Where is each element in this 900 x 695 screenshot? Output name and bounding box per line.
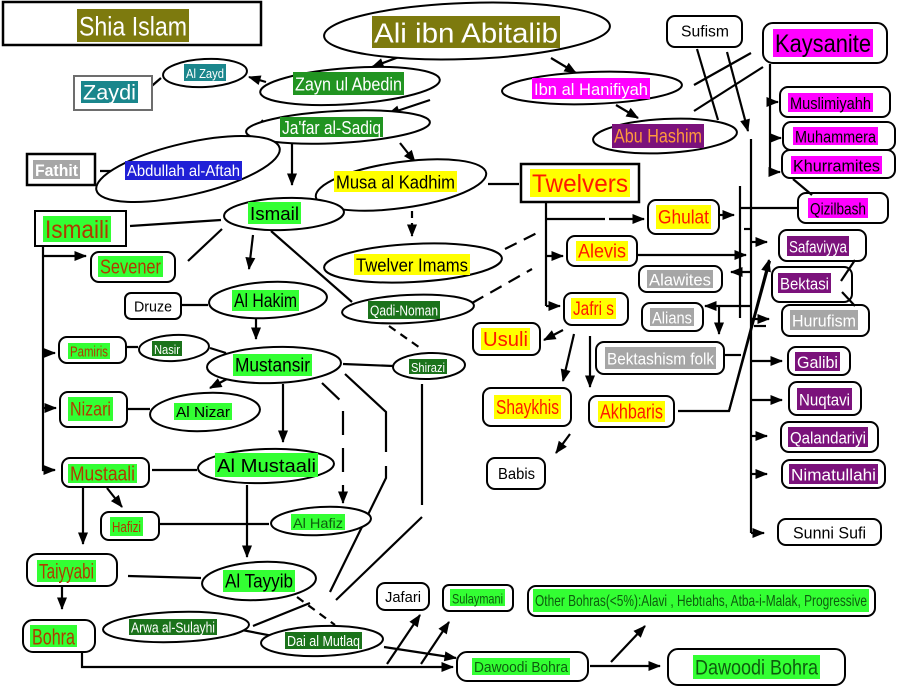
svg-text:Al Hakim: Al Hakim <box>234 291 297 312</box>
svg-text:Usuli: Usuli <box>483 329 528 351</box>
svg-text:Musa al Kadhim: Musa al Kadhim <box>336 173 455 193</box>
svg-text:Muhammera: Muhammera <box>795 128 876 147</box>
svg-text:Jafri s: Jafri s <box>573 299 614 320</box>
svg-text:Ghulat: Ghulat <box>658 208 710 229</box>
svg-text:Mustansir: Mustansir <box>235 356 311 377</box>
svg-text:Pamiris: Pamiris <box>70 344 108 361</box>
svg-text:Jafari: Jafari <box>385 589 421 606</box>
svg-text:Alawites: Alawites <box>649 271 711 290</box>
svg-text:Shirazi: Shirazi <box>411 360 445 375</box>
svg-text:Sulaymani: Sulaymani <box>452 591 503 607</box>
svg-text:Abdullah al-Aftah: Abdullah al-Aftah <box>127 163 240 180</box>
svg-text:Hafizi: Hafizi <box>112 519 141 536</box>
svg-text:Zayn ul Abedin: Zayn ul Abedin <box>295 75 402 95</box>
svg-text:Other Bohras(<5%):Alavi , Hebt: Other Bohras(<5%):Alavi , Hebtıahs, Atba… <box>535 593 867 610</box>
svg-text:Mustaali: Mustaali <box>70 464 135 486</box>
svg-text:Sevener: Sevener <box>100 257 161 279</box>
svg-text:Zaydi: Zaydi <box>83 82 136 105</box>
svg-text:Druze: Druze <box>134 299 172 316</box>
svg-text:Nasir: Nasir <box>154 342 181 357</box>
svg-text:Ismail: Ismail <box>250 204 299 224</box>
svg-text:Al Mustaali: Al Mustaali <box>217 456 316 476</box>
svg-text:Dawoodi Bohra: Dawoodi Bohra <box>695 657 818 680</box>
svg-text:Babis: Babis <box>498 466 535 483</box>
svg-text:Al Zayd: Al Zayd <box>186 66 224 81</box>
svg-text:Alians: Alians <box>652 309 692 328</box>
svg-text:Nimatullahi: Nimatullahi <box>791 466 876 485</box>
svg-text:Nuqtavi: Nuqtavi <box>799 391 850 410</box>
svg-text:Safaviyya: Safaviyya <box>789 238 847 257</box>
svg-text:Dawoodi Bohra: Dawoodi Bohra <box>474 659 569 676</box>
svg-text:Shaykhis: Shaykhis <box>496 397 559 419</box>
svg-text:Twelver Imams: Twelver Imams <box>356 256 468 276</box>
svg-text:Al Hafiz: Al Hafiz <box>293 515 343 531</box>
svg-text:Ismaili: Ismaili <box>45 216 109 244</box>
svg-text:Bektashism folk: Bektashism folk <box>607 350 714 369</box>
svg-text:Qadi-Noman: Qadi-Noman <box>370 303 438 320</box>
svg-text:Alevis: Alevis <box>578 242 626 263</box>
svg-text:Qizilbash: Qizilbash <box>810 200 866 219</box>
svg-text:Muslimiyahh: Muslimiyahh <box>790 94 871 113</box>
svg-text:Qalandariyi: Qalandariyi <box>790 429 866 448</box>
svg-text:Ali ibn Abitalib: Ali ibn Abitalib <box>374 18 558 49</box>
svg-text:Hurufism: Hurufism <box>792 312 856 331</box>
svg-text:Bektasi: Bektasi <box>780 275 829 294</box>
svg-text:Sufism: Sufism <box>681 24 729 41</box>
svg-text:Al Nizar: Al Nizar <box>176 404 230 421</box>
svg-text:Arwa al-Sulayhi: Arwa al-Sulayhi <box>131 620 215 637</box>
svg-text:Khurramites: Khurramites <box>793 157 880 176</box>
svg-text:Ja'far al-Sadiq: Ja'far al-Sadiq <box>282 118 381 138</box>
svg-text:Bohra: Bohra <box>32 625 76 650</box>
svg-text:Akhbaris: Akhbaris <box>600 402 663 424</box>
svg-text:Nizari: Nizari <box>70 400 111 421</box>
svg-text:Galibi: Galibi <box>797 353 838 372</box>
svg-text:Ibn al Hanifiyah: Ibn al Hanifiyah <box>534 80 648 99</box>
svg-text:Shia Islam: Shia Islam <box>79 12 187 42</box>
svg-text:Dai al Mutlaq: Dai al Mutlaq <box>287 633 360 650</box>
svg-text:Kaysanite: Kaysanite <box>775 30 871 58</box>
svg-text:Sunni Sufi: Sunni Sufi <box>793 524 866 543</box>
svg-text:Twelvers: Twelvers <box>532 170 628 198</box>
svg-text:Taiyyabi: Taiyyabi <box>39 561 94 584</box>
svg-text:Al Tayyib: Al Tayyib <box>225 572 293 593</box>
svg-text:Fathit: Fathit <box>35 161 78 180</box>
svg-text:Abu Hashim: Abu Hashim <box>614 127 702 148</box>
